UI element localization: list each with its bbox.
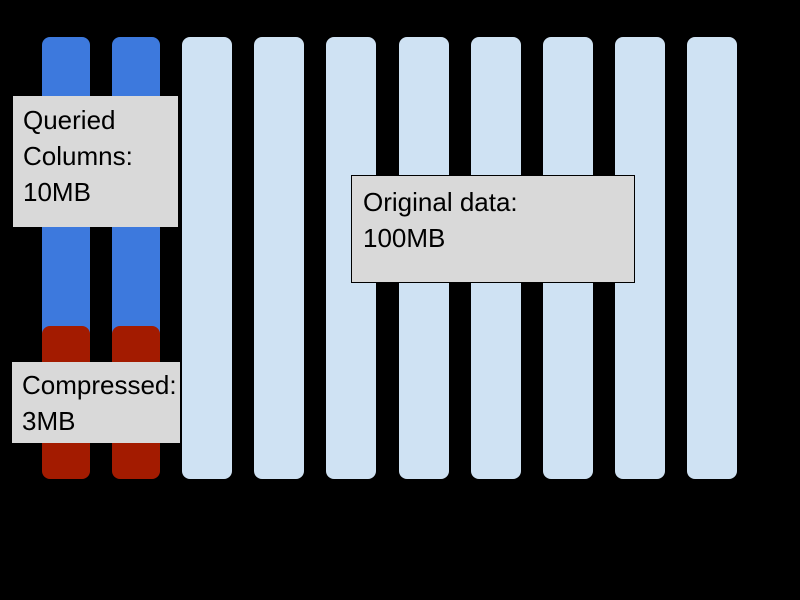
queried-columns-label: Queried Columns: 10MB (13, 96, 178, 227)
original-data-column (686, 37, 737, 479)
compressed-label: Compressed: 3MB (12, 362, 180, 443)
original-data-column (182, 37, 233, 479)
original-data-column (254, 37, 305, 479)
original-data-label: Original data: 100MB (351, 175, 635, 283)
